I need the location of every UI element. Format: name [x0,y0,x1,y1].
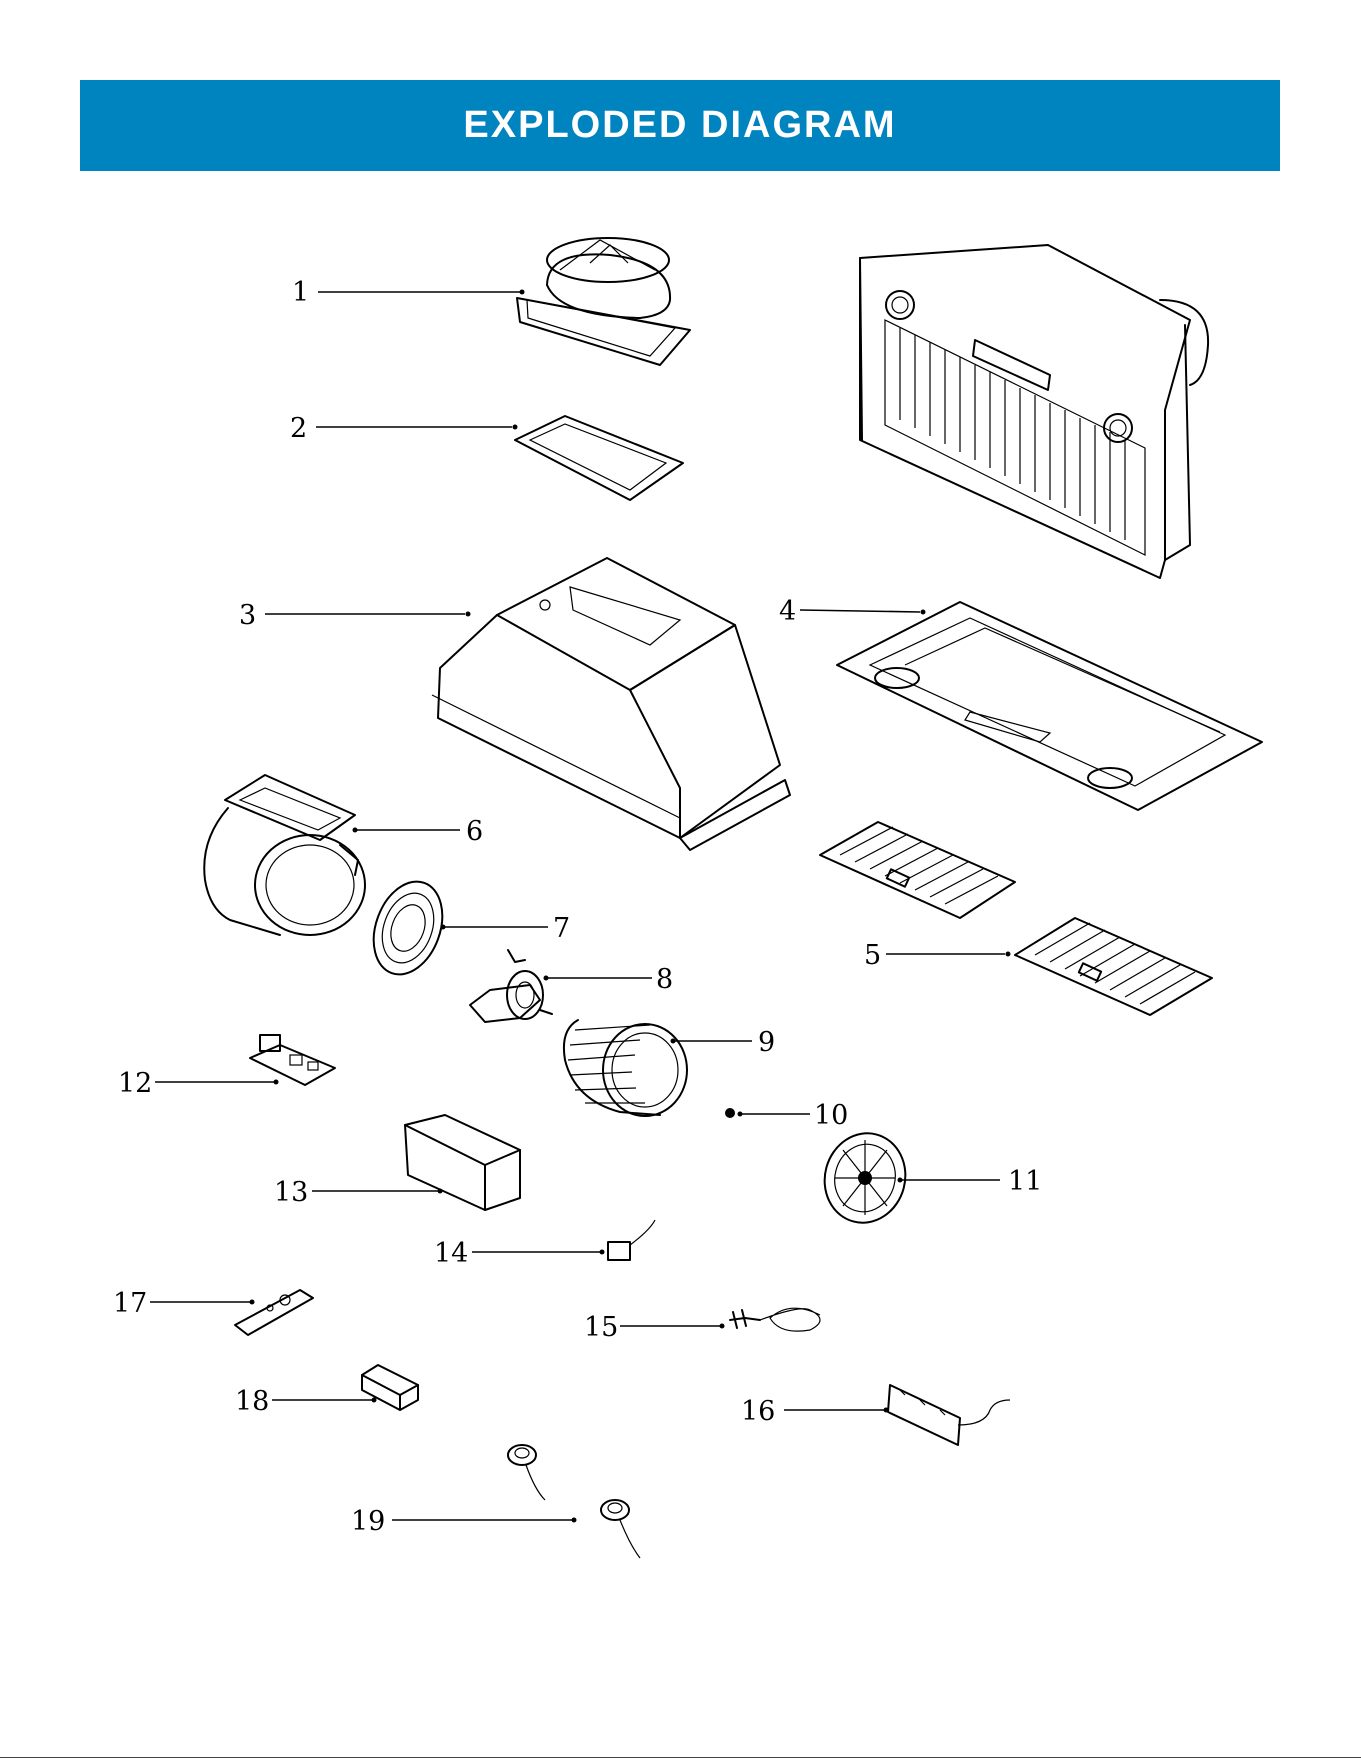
part-2-gasket [515,416,683,500]
callout-3: 3 [239,600,256,631]
callout-10: 10 [814,1100,848,1131]
part-10-nut [725,1108,735,1118]
part-12-control-board [250,1035,335,1085]
part-17-remote [235,1290,313,1335]
callout-5: 5 [864,940,881,971]
callout-1: 1 [292,277,309,308]
part-1-duct-collar [517,238,690,365]
part-6-blower-housing [204,775,365,935]
part-14-switch [608,1220,655,1260]
callout-11: 11 [1008,1166,1042,1197]
assembled-hood [860,245,1208,578]
callout-13: 13 [274,1177,308,1208]
callout-17: 17 [113,1288,147,1319]
part-4-frame [837,602,1262,810]
footer-rule [0,1757,1361,1758]
part-8-motor [470,950,552,1022]
part-18-box [362,1365,418,1410]
callout-2: 2 [290,413,307,444]
callout-15: 15 [584,1312,618,1343]
callout-14: 14 [434,1238,468,1269]
part-13-capacitor-box [405,1115,520,1210]
part-3-housing [432,558,790,850]
callout-12: 12 [118,1068,152,1099]
callout-4: 4 [779,596,796,627]
part-7-inlet-ring [362,872,455,984]
callout-7: 7 [553,913,570,944]
callout-6: 6 [466,816,483,847]
part-16-light-bracket [888,1385,1010,1445]
callout-numbers: 1 2 3 4 5 6 7 8 9 10 11 12 13 14 17 15 1… [113,277,1042,1537]
callout-8: 8 [656,964,673,995]
callout-16: 16 [741,1396,775,1427]
callout-18: 18 [235,1386,269,1417]
part-15-power-cord [730,1308,820,1331]
callout-19: 19 [351,1506,385,1537]
part-9-blower-wheel [564,1020,687,1116]
part-19-led-lights [508,1445,640,1558]
callout-9: 9 [758,1027,775,1058]
part-5-filters [820,822,1212,1015]
